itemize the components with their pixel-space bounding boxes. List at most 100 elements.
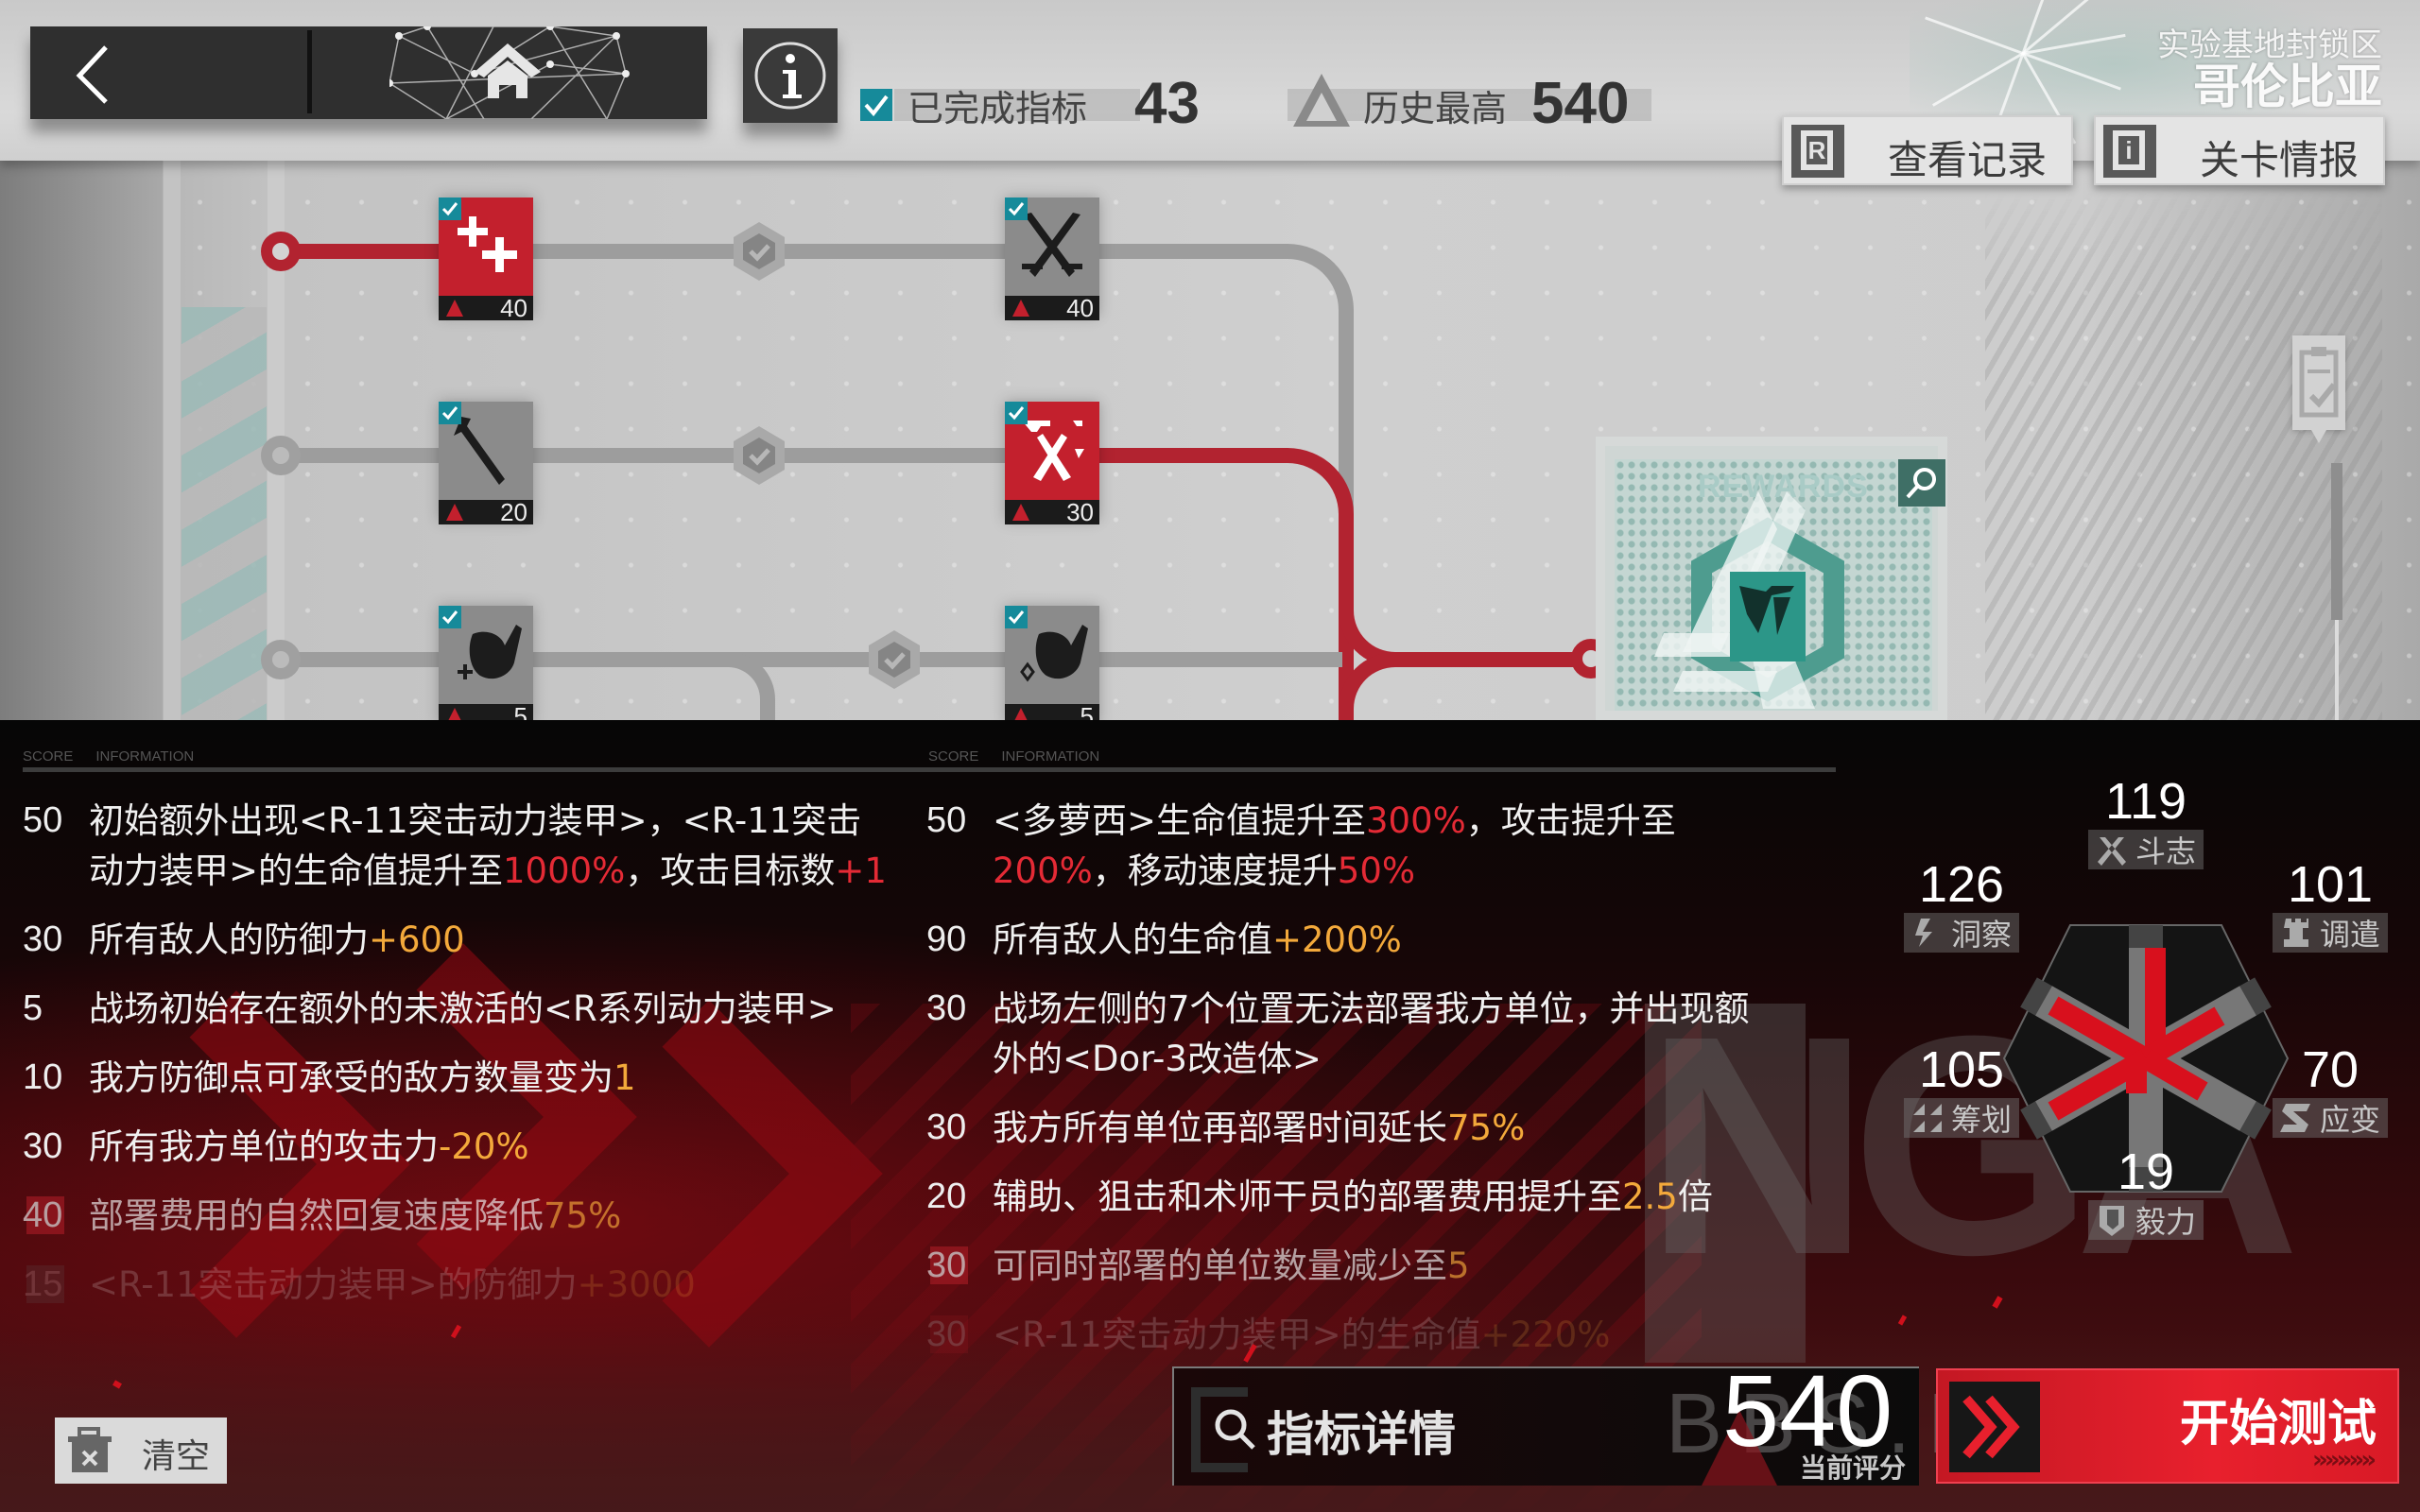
triangle-icon	[1012, 708, 1029, 720]
map-left-shade	[0, 161, 163, 720]
stat-grit: 19 毅力	[2080, 1145, 2212, 1240]
rule-score: 15	[23, 1265, 68, 1303]
rule-description: 战场初始存在额外的未激活的<R系列动力装甲>	[89, 988, 837, 1029]
shield-icon	[2099, 1206, 2124, 1236]
rule-description: 可同时部署的单位数量减少至5	[993, 1246, 1470, 1286]
completed-check-icon	[1005, 402, 1028, 424]
grid-icon	[1912, 1104, 1942, 1132]
map-rail	[164, 161, 181, 720]
back-button[interactable]	[30, 26, 309, 119]
start-test-button[interactable]: 开始测试 »»»»»	[1936, 1368, 2399, 1484]
completed-check-icon	[1005, 198, 1028, 220]
rule-item[interactable]: 30 可同时部署的单位数量减少至5	[926, 1241, 1777, 1291]
node-score: 5	[513, 702, 527, 720]
view-records-button[interactable]: R 查看记录	[1782, 115, 2073, 185]
double-plus-icon	[448, 207, 524, 286]
rule-score: 30	[23, 1127, 68, 1165]
node-score: 40	[1066, 294, 1094, 322]
map-node-r3c1[interactable]: 5	[439, 606, 533, 720]
history-best-value: 540	[1531, 71, 1630, 136]
current-score-label: 当前评分	[1800, 1452, 1907, 1484]
check-hex-icon	[863, 628, 925, 691]
rule-item[interactable]: 50<多萝西>生命值提升至300%，攻击提升至200%，移动速度提升50%	[926, 796, 1777, 896]
rewards-emblem-icon	[1645, 491, 1891, 720]
completed-check-icon	[1005, 606, 1028, 628]
map-node-r3c2[interactable]: 5	[1005, 606, 1099, 720]
stat-dispatch: 101 调遣	[2259, 858, 2401, 953]
rule-item[interactable]: 15<R-11突击动力装甲>的防御力+3000	[23, 1260, 892, 1310]
rook-icon	[2283, 919, 2308, 947]
stat-insight: 126 洞察	[1900, 858, 2023, 953]
rule-description: <多萝西>生命值提升至300%，攻击提升至200%，移动速度提升50%	[993, 800, 1676, 891]
triangle-icon	[1012, 300, 1029, 317]
map-scrollbar-thumb[interactable]	[2331, 463, 2342, 620]
completed-check-icon	[439, 198, 461, 220]
rule-description: 部署费用的自然回复速度降低75%	[89, 1195, 622, 1236]
crossed-swords-icon	[1014, 207, 1090, 286]
column-divider	[23, 767, 1836, 772]
map-node-r2c2[interactable]: 30	[1005, 402, 1099, 526]
trash-icon	[68, 1427, 112, 1472]
rule-score: 90	[926, 920, 972, 958]
map-node-r1c2[interactable]: 40	[1005, 198, 1099, 322]
rule-description: 所有敌人的防御力+600	[89, 919, 465, 960]
radar-chart	[2002, 924, 2290, 1193]
rule-score: 30	[926, 1246, 972, 1284]
map-right-hatch	[1985, 189, 2382, 720]
path-to-rewards	[1380, 652, 1588, 667]
rule-score: 5	[23, 989, 68, 1027]
rule-score: 30	[23, 920, 68, 958]
triangle-icon	[446, 708, 463, 720]
fist-watermark-icon	[1645, 1004, 1806, 1363]
completed-goals-value: 43	[1134, 71, 1200, 136]
home-button[interactable]	[314, 26, 707, 119]
s-shape-icon	[2279, 1104, 2310, 1132]
rule-score: 40	[23, 1196, 68, 1234]
triangle-rank-icon	[1293, 74, 1350, 127]
fist-diamond-icon	[1014, 615, 1090, 695]
start-node-row3	[261, 640, 301, 679]
rewards-search-button[interactable]	[1898, 459, 1945, 507]
rule-description: 辅助、狙击和术师干员的部署费用提升至2.5倍	[993, 1177, 1713, 1217]
completed-check-icon	[439, 402, 461, 424]
intel-icon: i	[2103, 125, 2156, 178]
start-node-row2	[261, 436, 301, 475]
triangle-icon	[1012, 504, 1029, 521]
rule-score: 30	[926, 1315, 972, 1353]
rule-score: 30	[926, 989, 972, 1027]
rule-item[interactable]: 5 战场初始存在额外的未激活的<R系列动力装甲>	[23, 984, 892, 1034]
rule-item[interactable]: 30 所有敌人的防御力+600	[23, 915, 892, 965]
score-triangle-icon	[1702, 1410, 1777, 1486]
history-best-label: 历史最高	[1363, 88, 1508, 129]
task-clipboard-button[interactable]	[2292, 335, 2345, 430]
double-chevron-right-icon	[1962, 1395, 2020, 1459]
node-score: 5	[1080, 702, 1094, 720]
stage-intel-button[interactable]: i 关卡情报	[2094, 115, 2385, 185]
info-icon	[754, 42, 826, 110]
triangle-icon	[446, 504, 463, 521]
challenge-map: 40 40 20 30 5	[0, 0, 2420, 720]
rule-item[interactable]: 40 部署费用的自然回复速度降低75%	[23, 1191, 892, 1241]
path-row3	[529, 652, 1021, 667]
rule-score: 10	[23, 1058, 68, 1096]
clear-button[interactable]: 清空	[55, 1418, 227, 1484]
start-node-row1	[261, 232, 301, 271]
map-node-r2c1[interactable]: 20	[439, 402, 533, 526]
info-button[interactable]	[743, 28, 838, 123]
path-row1-active	[284, 244, 444, 259]
rule-item[interactable]: 30<R-11突击动力装甲>的生命值+220%	[926, 1310, 1777, 1360]
map-node-r1c1[interactable]: 40	[439, 198, 533, 322]
triangle-icon	[446, 300, 463, 317]
rule-description: 我方所有单位再部署时间延长75%	[993, 1108, 1526, 1148]
